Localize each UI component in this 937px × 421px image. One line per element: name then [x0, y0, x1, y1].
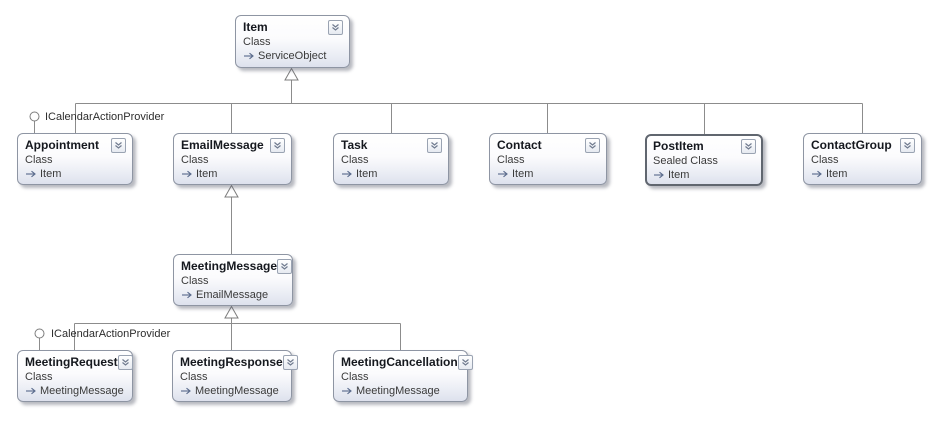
class-kind: Class — [181, 154, 209, 166]
inheritance-arrow-icon — [342, 387, 352, 395]
inheritance-arrow-icon — [26, 170, 36, 178]
class-box-postitem[interactable]: PostItem Sealed Class Item — [645, 134, 763, 186]
class-kind: Class — [243, 36, 271, 48]
inheritance-arrow-icon — [812, 170, 822, 178]
base-class-row: MeetingMessage — [180, 384, 285, 398]
base-class-row: EmailMessage — [181, 288, 286, 302]
class-box-appointment[interactable]: Appointment Class Item — [17, 133, 133, 185]
base-class-row: Item — [811, 167, 915, 181]
class-kind: Class — [180, 371, 208, 383]
chevron-double-down-icon — [286, 359, 294, 366]
interface-lollipop-2[interactable] — [34, 328, 45, 339]
class-kind: Class — [341, 371, 369, 383]
base-class-row: Item — [653, 168, 756, 182]
class-kind: Class — [25, 154, 53, 166]
collapse-chevron-button[interactable] — [427, 138, 442, 153]
base-class-name: Item — [512, 168, 534, 180]
base-class-name: Item — [826, 168, 848, 180]
collapse-chevron-button[interactable] — [277, 259, 293, 274]
base-class-name: MeetingMessage — [40, 385, 124, 397]
inheritance-arrow-icon — [182, 291, 192, 299]
class-box-contact[interactable]: Contact Class Item — [489, 133, 607, 185]
class-title: MeetingCancellation — [341, 355, 458, 369]
chevron-double-down-icon — [115, 142, 122, 149]
class-box-contactgroup[interactable]: ContactGroup Class Item — [803, 133, 922, 185]
class-box-meetingmessage[interactable]: MeetingMessage Class EmailMessage — [173, 254, 293, 306]
class-title: MeetingRequest — [25, 355, 118, 369]
class-title: PostItem — [653, 139, 704, 153]
collapse-chevron-button[interactable] — [328, 20, 343, 35]
inheritance-arrow-icon — [498, 170, 508, 178]
class-box-emailmessage[interactable]: EmailMessage Class Item — [173, 133, 292, 185]
chevron-double-down-icon — [332, 24, 339, 31]
collapse-chevron-button[interactable] — [457, 355, 473, 370]
class-box-task[interactable]: Task Class Item — [333, 133, 449, 185]
base-class-name: MeetingMessage — [195, 385, 279, 397]
collapse-chevron-button[interactable] — [900, 138, 915, 153]
class-kind: Class — [341, 154, 369, 166]
class-kind: Class — [811, 154, 839, 166]
collapse-chevron-button[interactable] — [117, 355, 133, 370]
class-kind: Sealed Class — [653, 155, 718, 167]
inheritance-triangle-emailmessage — [224, 184, 239, 198]
class-title: Item — [243, 20, 268, 34]
inheritance-arrow-icon — [342, 170, 352, 178]
class-title: Task — [341, 138, 368, 152]
chevron-double-down-icon — [745, 143, 752, 150]
base-class-name: Item — [356, 168, 378, 180]
inheritance-triangle-item — [284, 67, 299, 81]
collapse-chevron-button[interactable] — [111, 138, 126, 153]
chevron-double-down-icon — [274, 142, 281, 149]
inheritance-arrow-icon — [182, 170, 192, 178]
base-class-name: ServiceObject — [258, 50, 327, 62]
collapse-chevron-button[interactable] — [741, 139, 756, 154]
class-box-meetingrequest[interactable]: MeetingRequest Class MeetingMessage — [17, 350, 133, 402]
chevron-double-down-icon — [281, 263, 288, 270]
collapse-chevron-button[interactable] — [585, 138, 600, 153]
class-title: MeetingResponse — [180, 355, 283, 369]
chevron-double-down-icon — [589, 142, 596, 149]
base-class-row: Item — [497, 167, 600, 181]
class-title: MeetingMessage — [181, 259, 278, 273]
class-kind: Class — [181, 275, 209, 287]
base-class-name: Item — [40, 168, 62, 180]
collapse-chevron-button[interactable] — [282, 355, 298, 370]
inheritance-triangle-meetingmessage — [224, 305, 239, 319]
class-box-meetingcancellation[interactable]: MeetingCancellation Class MeetingMessage — [333, 350, 473, 402]
base-class-row: ServiceObject — [243, 49, 343, 63]
class-box-item[interactable]: Item Class ServiceObject — [235, 15, 350, 68]
inheritance-arrow-icon — [26, 387, 36, 395]
inheritance-arrow-icon — [654, 171, 664, 179]
chevron-double-down-icon — [904, 142, 911, 149]
interface-lollipop-1[interactable] — [29, 111, 40, 122]
base-class-name: Item — [668, 169, 690, 181]
base-class-row: MeetingMessage — [341, 384, 461, 398]
collapse-chevron-button[interactable] — [270, 138, 285, 153]
class-title: EmailMessage — [181, 138, 264, 152]
inheritance-arrow-icon — [181, 387, 191, 395]
interface-label: ICalendarActionProvider — [51, 328, 171, 340]
base-class-row: Item — [341, 167, 442, 181]
base-class-name: MeetingMessage — [356, 385, 440, 397]
base-class-name: Item — [196, 168, 218, 180]
class-title: Contact — [497, 138, 542, 152]
class-title: Appointment — [25, 138, 99, 152]
class-box-meetingresponse[interactable]: MeetingResponse Class MeetingMessage — [172, 350, 298, 402]
chevron-double-down-icon — [121, 359, 129, 366]
class-kind: Class — [497, 154, 525, 166]
chevron-double-down-icon — [461, 359, 469, 366]
base-class-row: Item — [25, 167, 126, 181]
base-class-row: Item — [181, 167, 285, 181]
class-kind: Class — [25, 371, 53, 383]
base-class-name: EmailMessage — [196, 289, 269, 301]
inheritance-arrow-icon — [244, 52, 254, 60]
class-title: ContactGroup — [811, 138, 892, 152]
interface-label: ICalendarActionProvider — [45, 111, 165, 123]
chevron-double-down-icon — [431, 142, 438, 149]
base-class-row: MeetingMessage — [25, 384, 126, 398]
